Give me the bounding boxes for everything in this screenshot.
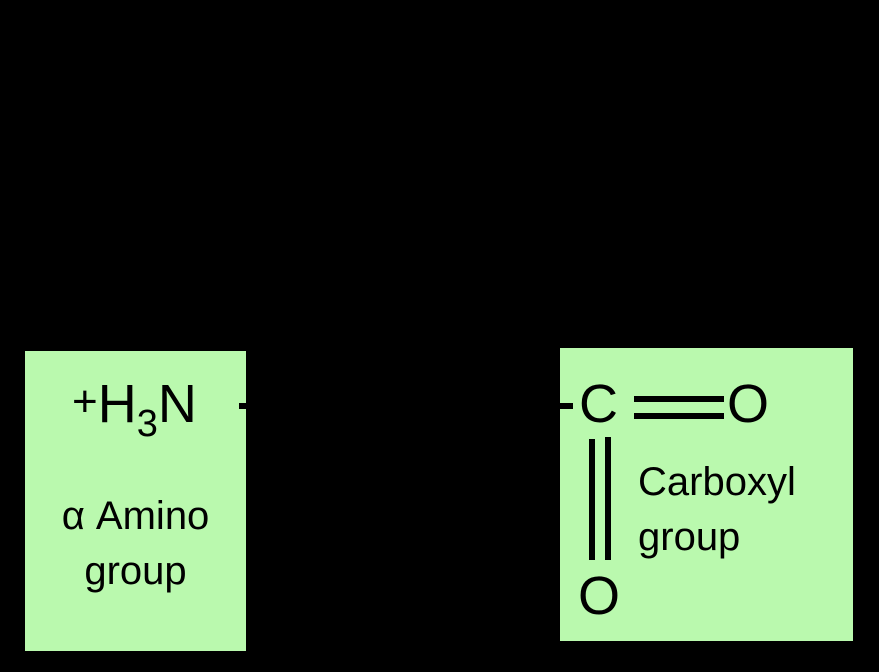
carboxyl-group-caption-line-2: group (638, 515, 741, 559)
double-bond-line-right-vertical (605, 437, 611, 560)
carbonyl-oxygen-symbol: O (727, 374, 770, 434)
amino-group-highlight-panel (25, 351, 246, 651)
amino-group-formula: +H3N (72, 377, 197, 443)
carboxyl-group-caption: Carboxyl group (638, 455, 796, 565)
bond-nitrogen-to-alpha-carbon (239, 403, 254, 409)
carboxyl-group-caption-line-1: Carboxyl (638, 460, 796, 504)
double-bond-line-upper-carbonyl (634, 396, 724, 402)
bond-alpha-carbon-to-carboxyl-carbon (555, 403, 573, 409)
amino-group-caption-line-1: α Amino (61, 494, 210, 538)
nitrogen-element-symbol: N (157, 374, 197, 434)
carboxyl-carbon-symbol: C (579, 374, 618, 434)
lower-oxygen-symbol: O (578, 566, 621, 626)
amino-group-caption-line-2: group (84, 549, 187, 593)
double-bond-line-lower-carbonyl (634, 413, 724, 419)
amino-group-caption: α Amino group (25, 489, 246, 599)
double-bond-line-left-vertical (589, 439, 595, 560)
hydrogen-element-symbol: H (97, 374, 137, 434)
positive-charge-symbol: + (72, 377, 98, 426)
hydrogen-subscript-three: 3 (136, 403, 158, 445)
